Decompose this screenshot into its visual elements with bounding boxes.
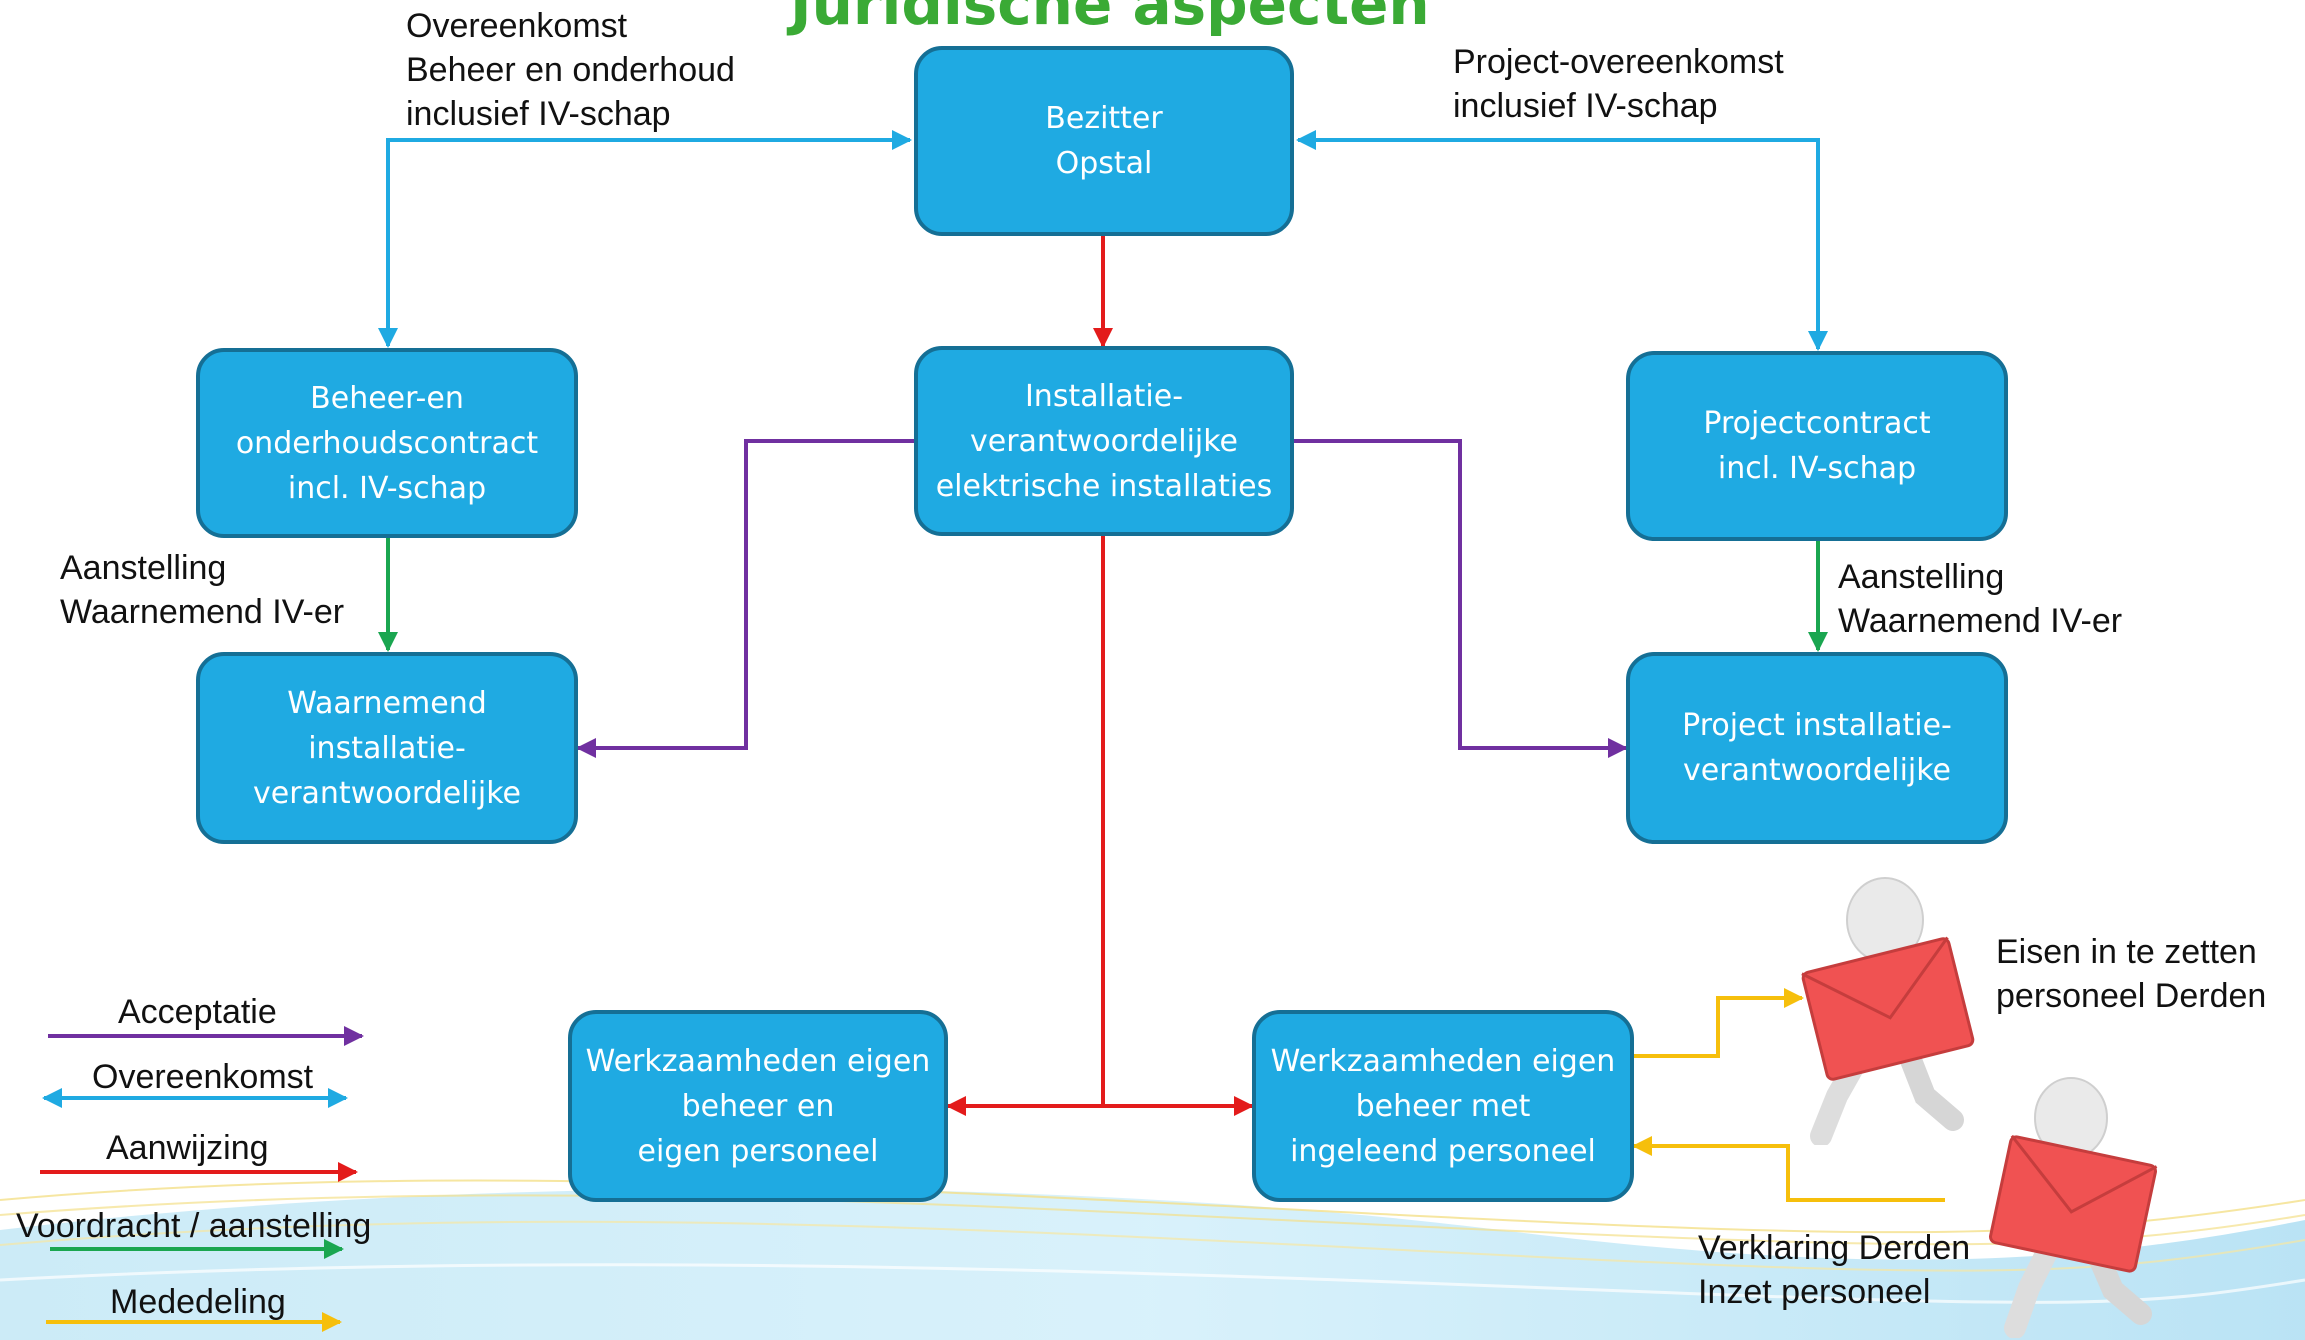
legend-label-acceptatie: Acceptatie bbox=[118, 993, 277, 1031]
legend-label-mededeling: Mededeling bbox=[110, 1283, 286, 1321]
label-aanstelling-left: Aanstelling Waarnemend IV-er bbox=[60, 549, 345, 631]
node-werkzaamheden-ingeleend-personeel: Werkzaamheden eigen beheer met ingeleend… bbox=[1252, 1010, 1634, 1202]
node-waarnemend-iv: Waarnemend installatie- verantwoordelijk… bbox=[196, 652, 578, 844]
runner-envelope-icon-top bbox=[1801, 877, 1975, 1145]
node-beheer-onderhoudscontract: Beheer-en onderhoudscontract incl. IV-sc… bbox=[196, 348, 578, 538]
label-aanstelling-right: Aanstelling Waarnemend IV-er bbox=[1838, 558, 2123, 640]
node-installatie-verantwoordelijke: Installatie- verantwoordelijke elektrisc… bbox=[914, 346, 1294, 536]
legend-label-voordracht: Voordracht / aanstelling bbox=[16, 1207, 372, 1245]
label-verklaring-derden: Verklaring Derden Inzet personeel bbox=[1698, 1229, 1971, 1311]
node-project-iv: Project installatie- verantwoordelijke bbox=[1626, 652, 2008, 844]
edge-bezitter-project-overeenkomst bbox=[1296, 130, 1828, 351]
edge-ingeleend-eisen-mededeling bbox=[1634, 988, 1804, 1058]
legend-label-overeenkomst: Overeenkomst bbox=[92, 1058, 314, 1096]
label-eisen-personeel-derden: Eisen in te zetten personeel Derden bbox=[1996, 933, 2267, 1015]
page-title: Juridische aspecten bbox=[790, 0, 1430, 38]
node-projectcontract: Projectcontract incl. IV-schap bbox=[1626, 351, 2008, 541]
edge-iv-project-iv-acceptatie bbox=[1294, 439, 1628, 758]
edge-iv-waarnemend-acceptatie bbox=[576, 439, 914, 758]
edge-bezitter-beheer-overeenkomst bbox=[378, 130, 912, 348]
edge-verklaring-ingeleend-mededeling bbox=[1632, 1136, 1945, 1202]
runner-envelope-icon-bottom bbox=[1989, 1077, 2158, 1338]
node-werkzaamheden-eigen-personeel: Werkzaamheden eigen beheer en eigen pers… bbox=[568, 1010, 948, 1202]
label-overeenkomst-beheer: Overeenkomst Beheer en onderhoud inclusi… bbox=[406, 7, 735, 133]
node-bezitter-opstal: Bezitter Opstal bbox=[914, 46, 1294, 236]
legend-label-aanwijzing: Aanwijzing bbox=[106, 1129, 269, 1167]
label-project-overeenkomst: Project-overeenkomst inclusief IV-schap bbox=[1453, 43, 1784, 125]
